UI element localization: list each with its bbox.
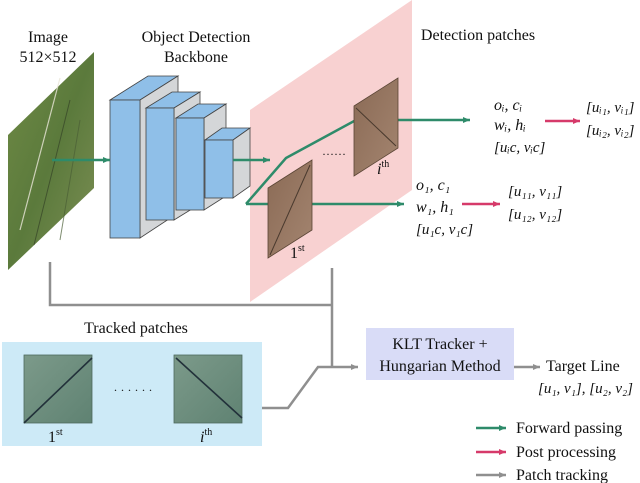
detection-patch-ith: [353, 77, 399, 177]
legend: Forward passing Post processing Patch tr…: [476, 420, 622, 483]
input-image-size: 512×512: [19, 49, 76, 66]
detection-dots: ······: [322, 147, 346, 161]
klt-tracker-box: [366, 328, 514, 380]
output-ith-line1: oᵢ, cᵢ: [494, 97, 522, 114]
target-line-title: Target Line: [546, 358, 620, 375]
post-first-1: [u₁₁, v₁₁]: [508, 184, 562, 200]
legend-tracking-label: Patch tracking: [516, 467, 608, 483]
tracked-patch-ith: [173, 354, 243, 424]
input-image: [8, 52, 94, 270]
post-ith-1: [uᵢ₁, vᵢ₁]: [586, 100, 635, 116]
tracked-ith-label: ith: [200, 427, 212, 446]
input-image-title: Image: [28, 29, 68, 46]
detection-patch-first: [267, 159, 313, 259]
detection-first-label: 1st: [290, 243, 305, 262]
output-ith-line3: [uᵢc, vᵢc]: [494, 140, 546, 156]
klt-line1: KLT Tracker +: [392, 336, 487, 353]
backbone-network: [108, 75, 252, 239]
legend-post-label: Post processing: [516, 444, 616, 461]
post-first-2: [u₁₂, v₁₂]: [508, 207, 562, 223]
legend-forward-label: Forward passing: [516, 420, 622, 437]
tracked-patch-first: [23, 354, 93, 424]
output-first: o₁, c₁ w₁, h₁ [u₁c, v₁c]: [416, 177, 473, 238]
detection-patches-title: Detection patches: [421, 27, 535, 44]
output-ith-line2: wᵢ, hᵢ: [494, 117, 526, 134]
target-line-value: [u₁, v₁], [u₂, v₂]: [538, 381, 633, 397]
patch-tracking-lines: [48, 262, 540, 410]
output-first-line2: w₁, h₁: [416, 199, 454, 216]
tracked-dots: · · · · · ·: [114, 383, 153, 397]
tracked-first-label: 1st: [48, 427, 63, 446]
output-first-line1: o₁, c₁: [416, 177, 450, 194]
backbone-title-line2: Backbone: [164, 49, 228, 66]
output-first-line3: [u₁c, v₁c]: [416, 222, 473, 238]
post-ith-2: [uᵢ₂, vᵢ₂]: [586, 123, 635, 139]
output-ith: oᵢ, cᵢ wᵢ, hᵢ [uᵢc, vᵢc]: [494, 97, 546, 156]
detection-ith-label: ith: [377, 159, 389, 178]
backbone-title-line1: Object Detection: [142, 29, 251, 46]
klt-line2: Hungarian Method: [379, 358, 500, 375]
tracked-patches-title: Tracked patches: [84, 320, 188, 337]
